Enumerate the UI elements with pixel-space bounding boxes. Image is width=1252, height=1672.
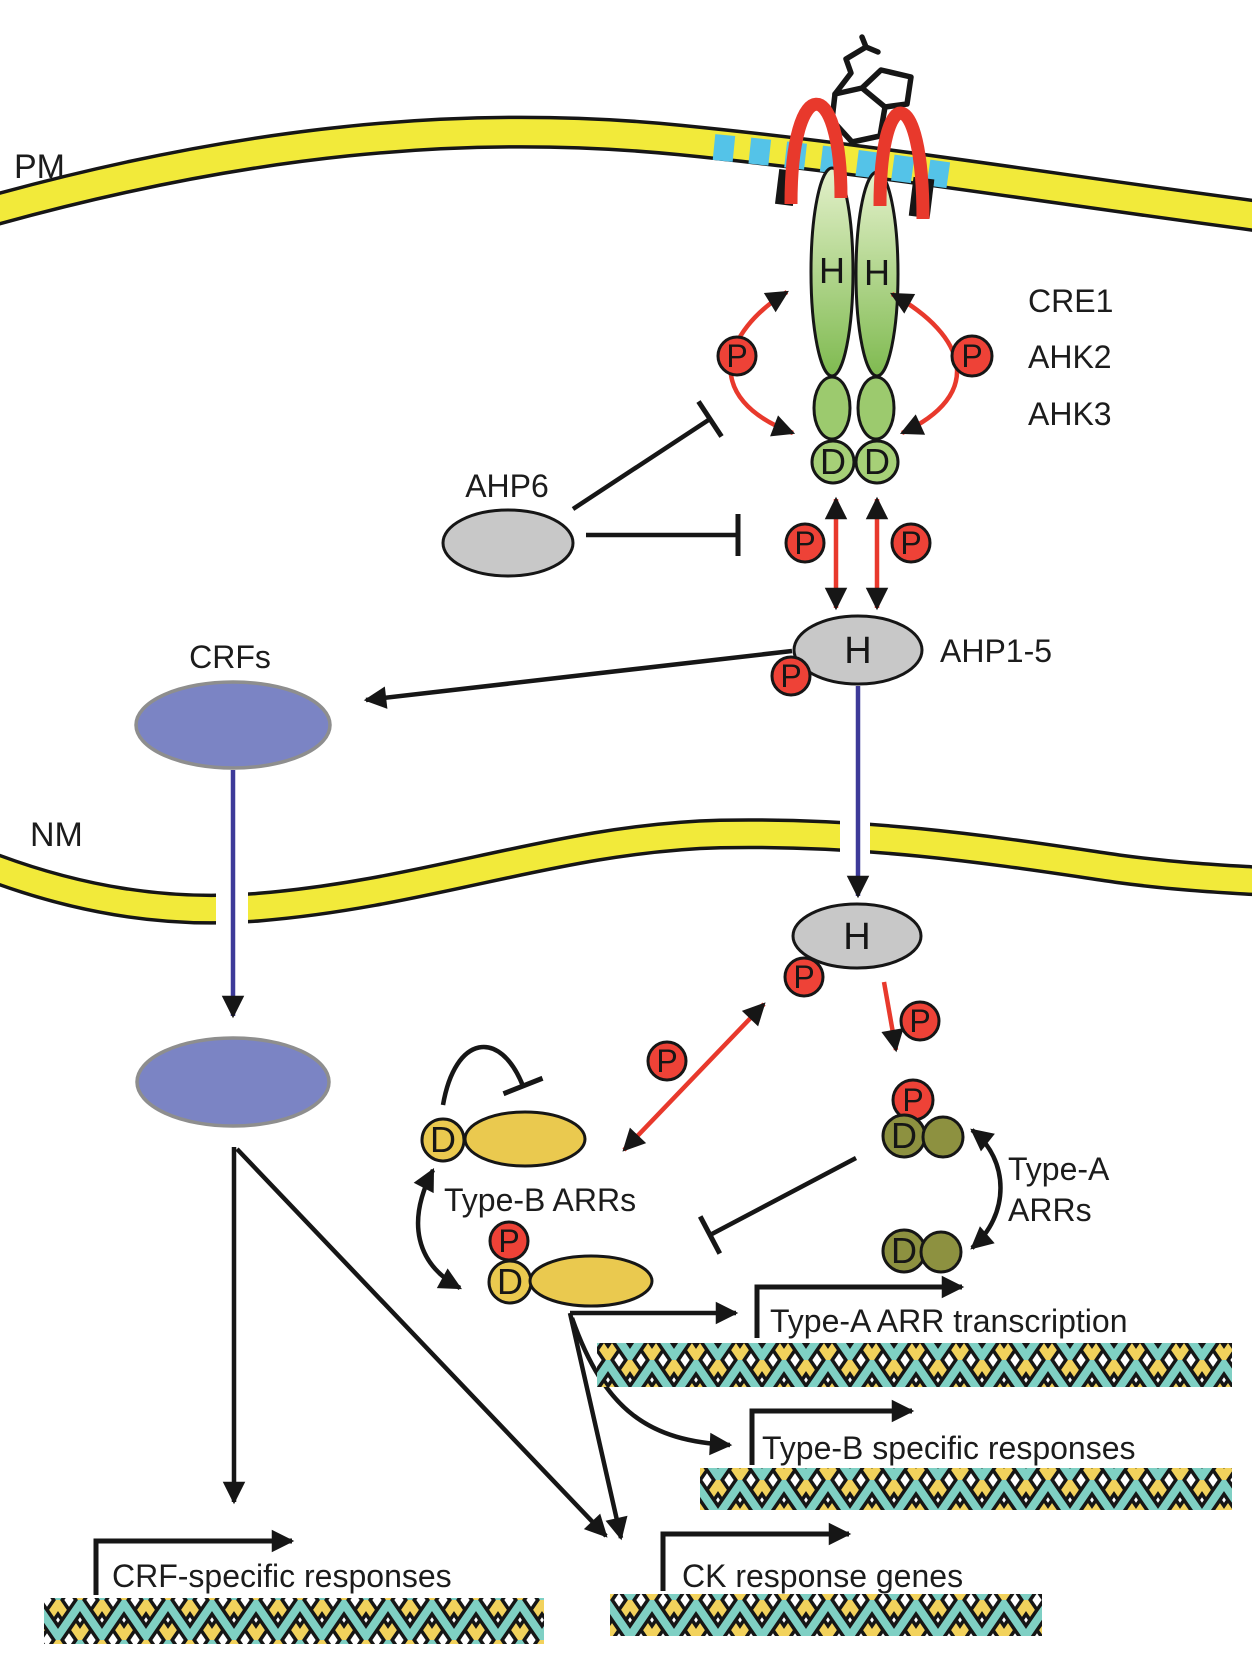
- type-b-output-domain-active: [528, 1254, 654, 1308]
- receiver-domain-right: [854, 439, 900, 485]
- nuclear-pore-right: [840, 805, 870, 859]
- phosphate-icon: [770, 655, 812, 697]
- phosphate-icon: [899, 1000, 941, 1042]
- receiver-domain-left: [810, 439, 856, 485]
- phosphate-letter: P: [902, 1082, 923, 1118]
- nuclear-membrane: [0, 805, 1252, 936]
- cytokinin-ligand-icon: [829, 34, 914, 145]
- phosphate-letter: P: [909, 1003, 930, 1039]
- crfs-label: CRFs: [189, 639, 271, 675]
- crfs-protein: [134, 680, 332, 770]
- phosphate-groups-receptor: P P P P: [716, 334, 994, 564]
- type-a-output-domain: [919, 1230, 963, 1274]
- histidine-letter-right: H: [864, 252, 890, 293]
- nuclear-crf-protein: [135, 1036, 331, 1128]
- ahp6-label: AHP6: [465, 468, 549, 504]
- nuclear-ahp-protein: [791, 902, 923, 970]
- receiver-letter-right: D: [864, 441, 890, 482]
- dna-helix-crf: [44, 1598, 544, 1644]
- type-a-interconversion-arrow: [970, 1128, 1003, 1250]
- type-b-to-specific-responses-arrow: [569, 1317, 733, 1456]
- ahp-family-label: AHP1-5: [940, 633, 1052, 669]
- type-a-label-line1: Type-A: [1008, 1151, 1110, 1187]
- plasma-membrane-lipid: [0, 119, 1252, 229]
- phosphate-icon: [950, 334, 994, 378]
- kinase-subdomain-right: [856, 375, 896, 441]
- nm-label: NM: [30, 816, 83, 854]
- receptor-name-cre1: CRE1: [1028, 283, 1113, 319]
- phosphate-letter: P: [656, 1043, 677, 1079]
- type-a-inhibition-line: [697, 1156, 858, 1255]
- type-b-to-ck-genes-arrow: [567, 1312, 628, 1541]
- type-a-receiver-letter: D: [891, 1115, 917, 1156]
- phosphate-letter: P: [780, 658, 801, 694]
- ligand-five-ring: [859, 67, 914, 110]
- nuclear-ahp-histidine-letter: H: [843, 916, 870, 958]
- receptor-name-ahk2: AHK2: [1028, 339, 1112, 375]
- phosphate-letter: P: [793, 959, 814, 995]
- type-b-interconversion-arrow: [413, 1168, 462, 1290]
- ahp6-inhibition-line-upper: [571, 400, 724, 511]
- phosphate-letter: P: [961, 338, 982, 374]
- crf-responses-promoter-arrow: [93, 1529, 295, 1595]
- ahp-to-type-b-arrow: [622, 1002, 766, 1152]
- phosphate-icon: [716, 335, 758, 377]
- phosphate-icon: [783, 956, 825, 998]
- ahp-histidine-letter: H: [844, 630, 871, 672]
- ahp-to-type-a-arrow: [881, 981, 904, 1053]
- type-a-transcription-promoter-arrow: [754, 1275, 965, 1338]
- crf-to-ck-genes-arrow: [235, 1147, 608, 1538]
- type-a-transcription-label: Type-A ARR transcription: [770, 1303, 1127, 1339]
- type-b-output-domain: [463, 1110, 587, 1168]
- type-b-receiver-letter: D: [430, 1119, 456, 1160]
- phosphotransfer-arrow-right: [890, 292, 960, 436]
- receptor-name-ahk3: AHK3: [1028, 396, 1112, 432]
- type-b-self-inhibition-loop: [440, 1044, 544, 1106]
- type-b-label: Type-B ARRs: [444, 1182, 636, 1218]
- receptor-histidine-kinase-domains: H H D D: [809, 166, 900, 485]
- dna-helix-type-a: [597, 1343, 1232, 1387]
- phosphate-icon: [784, 522, 826, 564]
- nuclear-membrane-lipid: [0, 821, 1252, 922]
- ck-genes-label: CK response genes: [682, 1558, 963, 1594]
- phosphate-letter: P: [498, 1223, 519, 1259]
- type-a-output-domain: [921, 1115, 965, 1159]
- type-b-receiver-letter: D: [497, 1261, 523, 1302]
- type-a-receiver-letter: D: [891, 1230, 917, 1271]
- histidine-letter-left: H: [819, 250, 845, 291]
- receptor-loop-right: [873, 106, 930, 220]
- type-b-responses-label: Type-B specific responses: [762, 1430, 1136, 1466]
- phosphate-icon: [646, 1040, 688, 1082]
- ahp-protein: [792, 614, 924, 686]
- ahp-to-crfs-arrow: [363, 648, 793, 709]
- type-b-arrs: D Type-B ARRs P D: [413, 1044, 654, 1308]
- phosphate-letter: P: [794, 525, 815, 561]
- type-b-responses-promoter-arrow: [749, 1399, 915, 1465]
- dna-helix-type-b: [700, 1468, 1232, 1510]
- phosphate-letter: P: [726, 338, 747, 374]
- ahp6-protein: [441, 508, 575, 578]
- phosphate-letter: P: [900, 525, 921, 561]
- plasma-membrane: [0, 115, 1252, 232]
- crf-responses-label: CRF-specific responses: [112, 1558, 452, 1594]
- kinase-subdomain-left: [812, 375, 852, 441]
- dna-helix-ck: [610, 1594, 1042, 1636]
- ck-genes-promoter-arrow: [660, 1522, 852, 1591]
- type-a-arrs: P D D Type-A ARRs: [881, 1078, 1110, 1274]
- pm-label: PM: [14, 148, 65, 186]
- phosphate-icon: [890, 522, 932, 564]
- receiver-letter-left: D: [820, 441, 846, 482]
- ligand-side-chain: [832, 34, 881, 97]
- type-a-label-line2: ARRs: [1008, 1192, 1092, 1228]
- receptor-loop-left: [784, 97, 848, 205]
